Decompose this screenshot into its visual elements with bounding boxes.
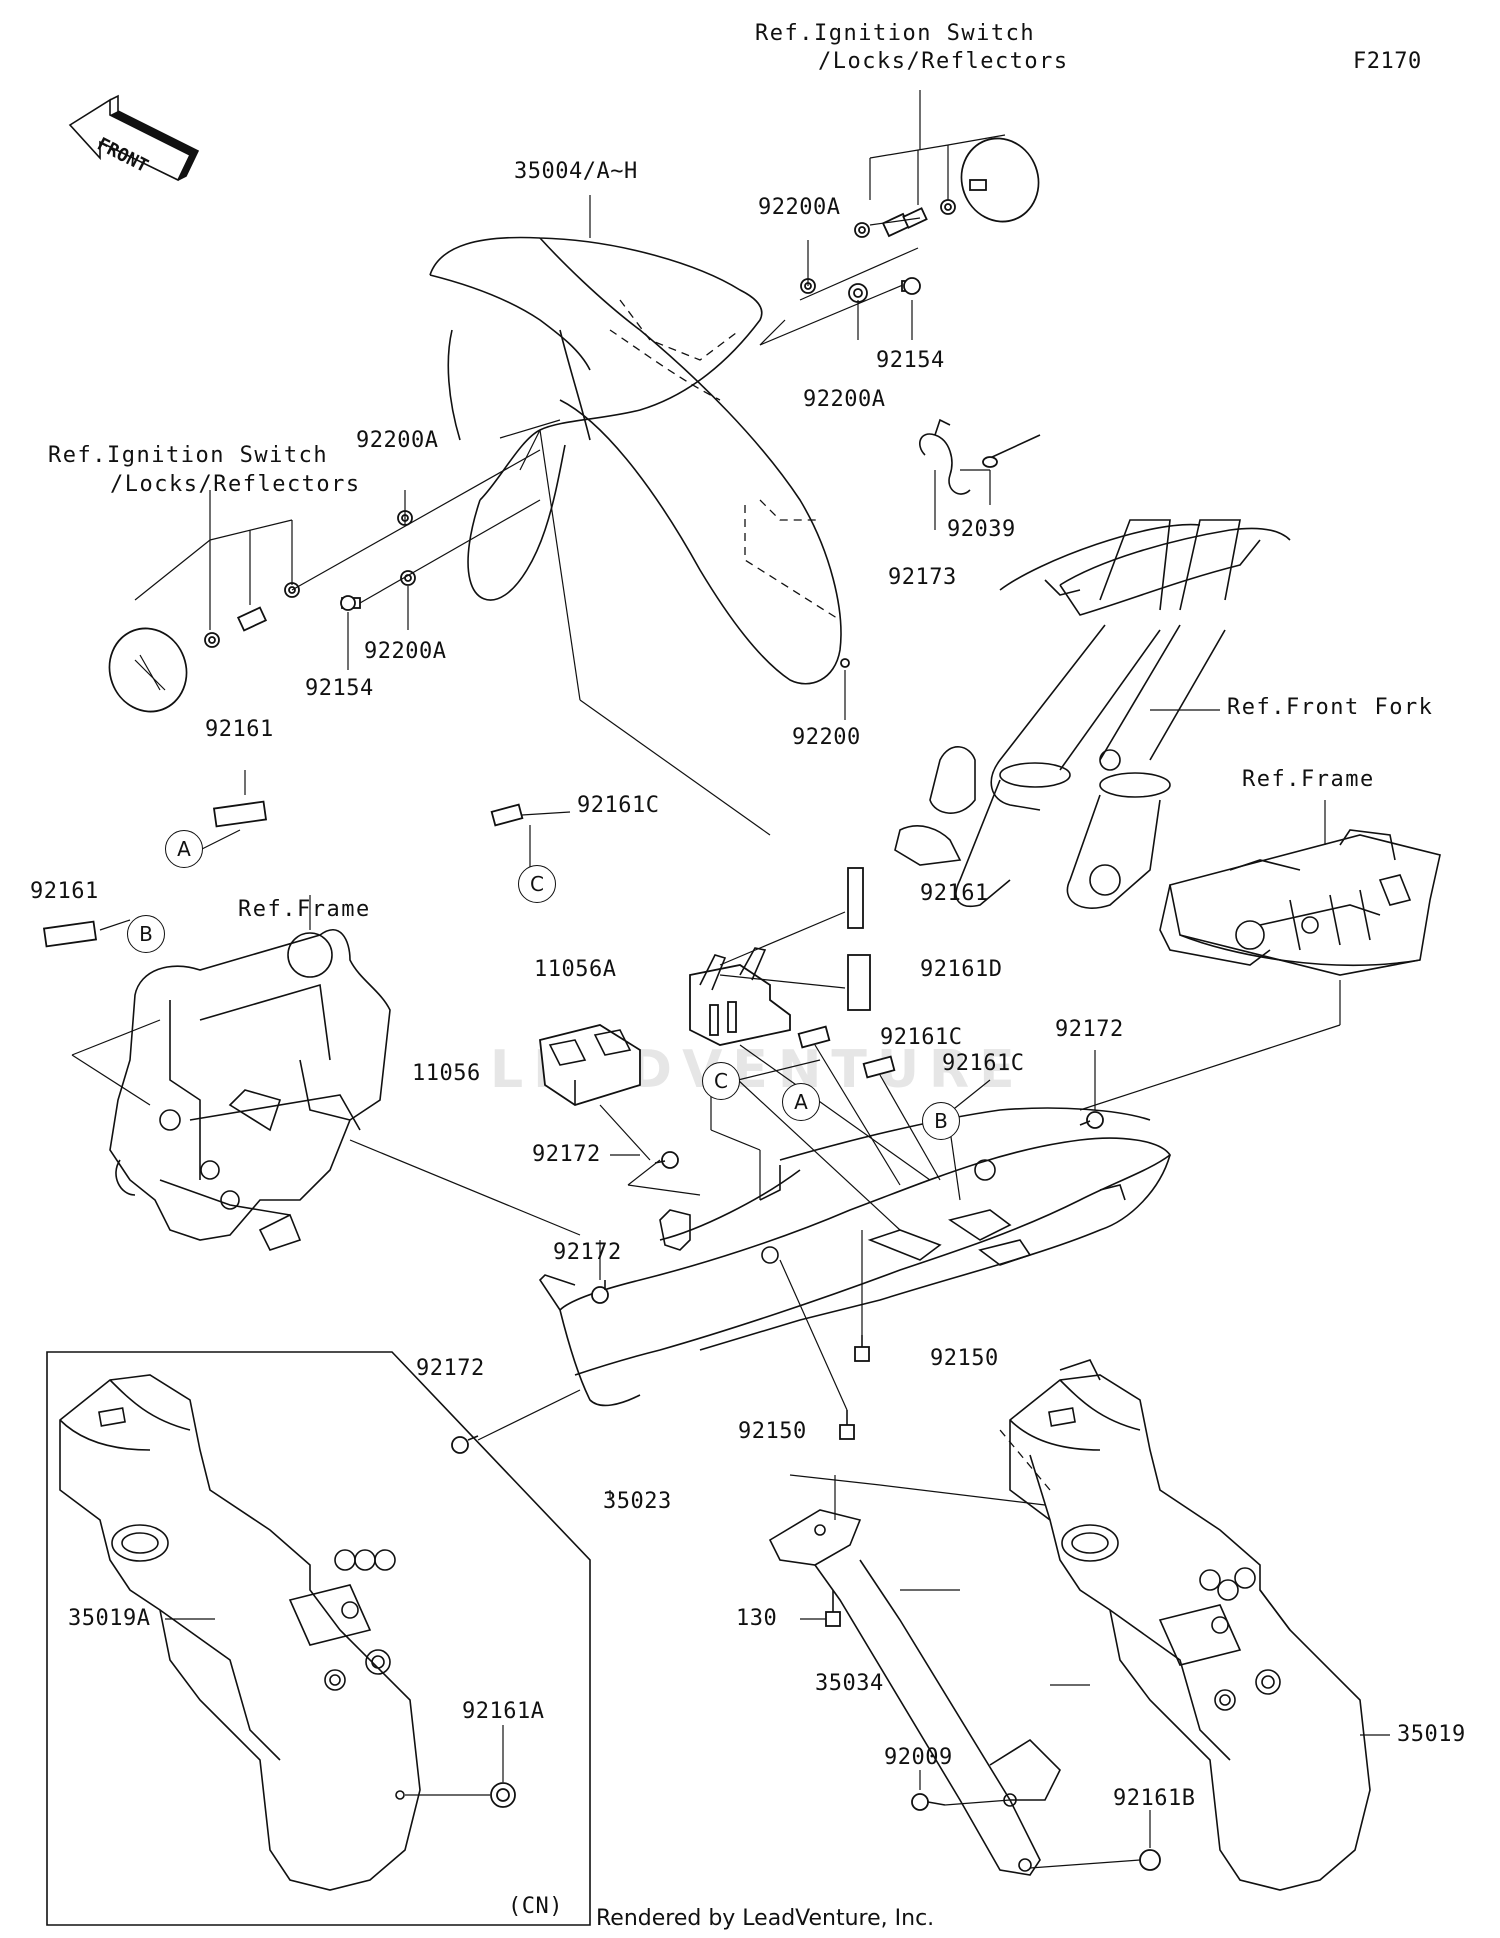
label-130: 130 <box>736 1606 778 1631</box>
label-92172-3: 92172 <box>416 1356 485 1381</box>
frame-left <box>109 929 391 1251</box>
pad-92161-b <box>42 920 98 948</box>
label-92039: 92039 <box>947 517 1016 542</box>
screw-92009 <box>911 1793 929 1811</box>
label-92200A-top: 92200A <box>758 195 841 220</box>
callout-b-left: B <box>127 915 165 953</box>
rear-fender-35019 <box>1009 1359 1371 1891</box>
ref-frame-right: Ref.Frame <box>1242 767 1375 792</box>
rear-fender-35019A <box>59 1374 421 1891</box>
label-92161A: 92161A <box>462 1699 545 1724</box>
front-fender-35004 <box>429 236 842 685</box>
label-92150-1: 92150 <box>930 1346 999 1371</box>
label-92154-left: 92154 <box>305 676 374 701</box>
label-92161-mid: 92161 <box>920 881 989 906</box>
bracket-11056 <box>539 1024 651 1161</box>
callout-a-left: A <box>165 830 203 868</box>
label-92200A-left: 92200A <box>356 428 439 453</box>
clip-92173 <box>919 418 971 530</box>
frame-right <box>1159 829 1441 976</box>
ref-ignition-left-line1: Ref.Ignition Switch <box>48 443 329 468</box>
left-reflector-hardware <box>108 510 416 713</box>
diagram-code: F2170 <box>1353 49 1422 74</box>
label-92200: 92200 <box>792 725 861 750</box>
footer-credit: Rendered by LeadVenture, Inc. <box>596 1906 935 1931</box>
label-92009: 92009 <box>884 1745 953 1770</box>
ref-ignition-left-line2: /Locks/Reflectors <box>110 472 361 497</box>
label-35004: 35004/A~H <box>514 159 638 184</box>
pad-92161D <box>847 954 871 1011</box>
front-arrow-label: FRONT <box>94 134 152 177</box>
pad-92161C-2 <box>862 1055 896 1079</box>
label-92161C-top: 92161C <box>577 793 660 818</box>
callout-b-mid: B <box>922 1102 960 1140</box>
label-92150-2: 92150 <box>738 1419 807 1444</box>
pad-92161C-top <box>490 803 524 827</box>
stay-35034 <box>768 1509 1061 1876</box>
front-arrow-icon <box>68 94 200 182</box>
label-92161-a: 92161 <box>205 717 274 742</box>
label-92200A-left-low: 92200A <box>364 639 447 664</box>
callout-c-mid: C <box>702 1062 740 1100</box>
label-92161-b: 92161 <box>30 879 99 904</box>
pad-92161-a <box>212 800 268 828</box>
rear-fender-35023 <box>538 1107 1172 1407</box>
label-92172-2: 92172 <box>553 1240 622 1265</box>
label-92172-1: 92172 <box>532 1142 601 1167</box>
label-11056: 11056 <box>412 1061 481 1086</box>
front-fork-assembly <box>894 519 1291 909</box>
grommet-92161B <box>1139 1849 1161 1871</box>
ref-ignition-top-line2: /Locks/Reflectors <box>818 49 1069 74</box>
label-92161C-2: 92161C <box>942 1051 1025 1076</box>
ref-frame-left: Ref.Frame <box>238 897 371 922</box>
label-92161D: 92161D <box>920 957 1003 982</box>
top-reflector-hardware <box>800 137 1040 303</box>
callout-a-mid: A <box>782 1083 820 1121</box>
label-35019A: 35019A <box>68 1606 151 1631</box>
label-35034: 35034 <box>815 1671 884 1696</box>
pad-92161 <box>847 867 864 929</box>
label-92200A-mid: 92200A <box>803 387 886 412</box>
label-11056A: 11056A <box>534 957 617 982</box>
ref-front-fork: Ref.Front Fork <box>1227 695 1434 720</box>
bracket-11056A <box>689 947 791 1046</box>
label-92161B: 92161B <box>1113 1786 1196 1811</box>
label-92172-right: 92172 <box>1055 1017 1124 1042</box>
label-92154-top: 92154 <box>876 348 945 373</box>
pad-92161C-1 <box>797 1025 831 1049</box>
bolt-130 <box>825 1611 841 1627</box>
callout-c-top: C <box>518 865 556 903</box>
ref-ignition-top-line1: Ref.Ignition Switch <box>755 21 1036 46</box>
cn-variant-box <box>46 1351 591 1926</box>
label-35023: 35023 <box>603 1489 672 1514</box>
bolts-92172 <box>451 1111 1104 1454</box>
label-92173: 92173 <box>888 565 957 590</box>
label-35019: 35019 <box>1397 1722 1466 1747</box>
cn-variant-label: (CN) <box>508 1894 563 1919</box>
label-92161C-1: 92161C <box>880 1025 963 1050</box>
bolts-92150 <box>839 1335 870 1440</box>
cable-tie-92039 <box>960 434 1041 505</box>
